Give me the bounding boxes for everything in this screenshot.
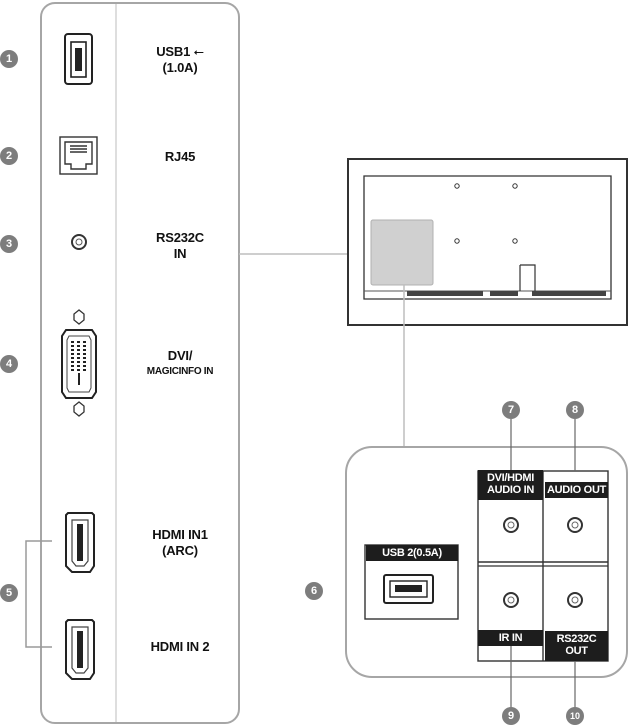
dvi-hdmi-audio-in-jack-icon (503, 517, 519, 533)
rs232c-out-label: RS232C OUT (545, 631, 608, 661)
dvi-pin (71, 365, 74, 367)
dvi-pin (71, 361, 74, 363)
dvi-pin (77, 353, 80, 355)
callout-7: 7 (502, 401, 520, 419)
dvi-pin (77, 365, 80, 367)
dvi-pin (83, 361, 86, 363)
rs232c-in-jack-icon (71, 234, 87, 250)
hdmi-in2-label: HDMI IN 2 (150, 639, 210, 654)
dvi-pin (71, 349, 74, 351)
dvi-pin (77, 361, 80, 363)
callout-8: 8 (566, 401, 584, 419)
dvi-magicinfo-label: DVI/ MAGICINFO IN (146, 348, 214, 377)
dvi-pin (77, 341, 80, 343)
ir-in-jack-icon (503, 592, 519, 608)
rj45-label: RJ45 (164, 149, 196, 164)
display-rear-view (347, 158, 628, 326)
rj45-port-icon (59, 136, 98, 175)
callout-4: 4 (0, 355, 18, 373)
callout-3: 3 (0, 235, 18, 253)
dvi-pin (71, 369, 74, 371)
dvi-pin (83, 365, 86, 367)
dvi-pin (71, 345, 74, 347)
dvi-port-icon (61, 309, 97, 417)
dvi-pin (77, 369, 80, 371)
dvi-pin (83, 345, 86, 347)
callout-2: 2 (0, 147, 18, 165)
dvi-pin (83, 353, 86, 355)
audio-out-label: AUDIO OUT (545, 482, 608, 498)
usb1-port-icon (64, 33, 93, 85)
usb2-port-icon (383, 574, 434, 604)
dvi-pin (71, 357, 74, 359)
ir-in-label: IR IN (478, 630, 543, 646)
usb-trident-icon: ⭠ (193, 44, 204, 59)
callout-10: 10 (566, 707, 584, 725)
usb1-label: USB1 ⭠ (1.0A) (156, 44, 204, 75)
rs232c-out-jack-icon (567, 592, 583, 608)
dvi-pin (83, 357, 86, 359)
dvi-hdmi-audio-in-label: DVI/HDMI AUDIO IN (478, 470, 543, 500)
hdmi2-port-icon (65, 619, 95, 680)
rs232c-in-label: RS232C IN (156, 230, 204, 261)
callout-9: 9 (502, 707, 520, 725)
dvi-pin (77, 357, 80, 359)
callout-1: 1 (0, 50, 18, 68)
dvi-pin (71, 341, 74, 343)
dvi-pin (77, 349, 80, 351)
usb2-label: USB 2(0.5A) (366, 545, 458, 561)
dvi-pin (77, 345, 80, 347)
hdmi-group-bracket (25, 540, 52, 648)
dvi-pin (83, 349, 86, 351)
callout-5: 5 (0, 584, 18, 602)
dvi-pin (83, 369, 86, 371)
dvi-pin (83, 341, 86, 343)
dvi-pin (71, 353, 74, 355)
audio-out-jack-icon (567, 517, 583, 533)
hdmi-in1-label: HDMI IN1 (ARC) (152, 527, 208, 558)
connector-area-highlight (370, 219, 434, 286)
hdmi1-port-icon (65, 512, 95, 573)
callout-6: 6 (305, 582, 323, 600)
